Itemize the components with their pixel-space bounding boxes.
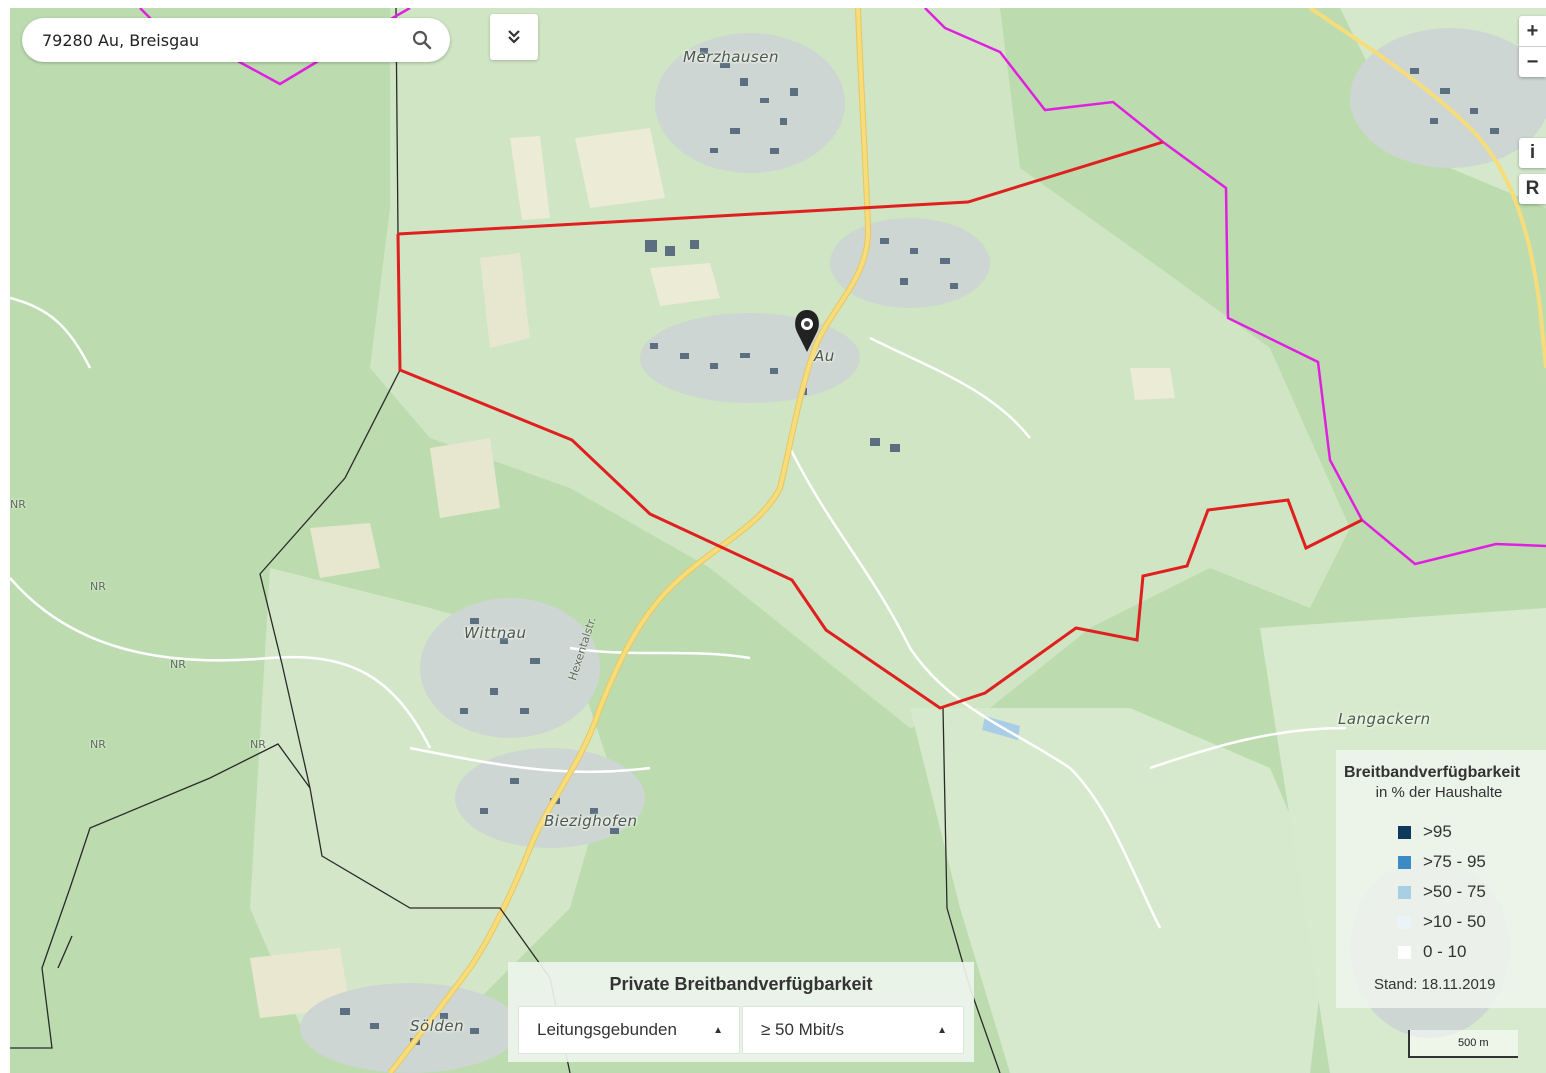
main-road-ne [1308, 8, 1546, 369]
farmland-patch [510, 136, 550, 220]
legend-title: Breitbandverfügbarkeit [1344, 764, 1521, 781]
technology-select-value: Leitungsgebunden [537, 1020, 677, 1039]
map-canvas[interactable]: Merzhausen Au Wittnau Biezighofen Langac… [10, 8, 1546, 1073]
settlement-solden [300, 983, 520, 1073]
location-marker[interactable] [795, 310, 819, 352]
search-button[interactable] [400, 18, 444, 62]
caret-up-icon: ▲ [937, 1024, 947, 1036]
reset-button[interactable]: R [1519, 174, 1546, 204]
settlement-merzhausen [655, 33, 845, 173]
legend-item: >75 - 95 [1398, 852, 1486, 872]
street-label-nr: NR [10, 498, 26, 511]
legend-item-label: >50 - 75 [1423, 882, 1486, 901]
legend-item: >50 - 75 [1398, 882, 1486, 902]
double-chevron-down-icon [508, 30, 520, 44]
scale-bar-line [1408, 1030, 1518, 1058]
place-label-biezighofen: Biezighofen [544, 812, 638, 830]
meadow-area [910, 708, 1330, 1073]
farmland-patch [480, 253, 530, 348]
expand-panel-button[interactable] [490, 14, 538, 60]
settlement-ne [1350, 28, 1546, 168]
place-label-au: Au [814, 347, 835, 365]
street-label-nr: NR [170, 658, 186, 671]
district-border [924, 8, 1546, 566]
legend-swatch [1398, 885, 1411, 899]
place-label-merzhausen: Merzhausen [683, 48, 779, 66]
info-button[interactable]: i [1519, 138, 1546, 168]
street-label-nr: NR [90, 738, 106, 751]
zoom-in-button[interactable]: + [1526, 19, 1539, 42]
technology-select[interactable]: Leitungsgebunden ▲ [518, 1006, 740, 1054]
farmland-patch [1130, 368, 1175, 400]
scale-bar: 500 m [1408, 1030, 1518, 1058]
legend-swatch [1398, 825, 1411, 839]
place-label-solden: Sölden [410, 1017, 465, 1035]
legend-item-label: >75 - 95 [1423, 852, 1486, 871]
speed-select-value: ≥ 50 Mbit/s [761, 1020, 845, 1039]
legend-item: >10 - 50 [1398, 912, 1486, 932]
farmland-patch [650, 263, 720, 306]
settlement-au-east [830, 218, 990, 308]
farmland-patch [575, 128, 665, 208]
place-label-langackern: Langackern [1338, 710, 1431, 728]
place-label-wittnau: Wittnau [464, 624, 527, 642]
caret-up-icon: ▲ [713, 1024, 723, 1036]
map-base-layer [10, 8, 1546, 1073]
farmland-patch [430, 438, 500, 518]
layer-selection-panel: Private Breitbandverfügbarkeit Leitungsg… [508, 962, 974, 1062]
settlement-wittnau [420, 598, 600, 738]
street-label-nr: NR [90, 580, 106, 593]
scale-label: 500 m [1458, 1037, 1489, 1049]
main-road-fill [388, 8, 871, 1073]
legend-item: 0 - 10 [1398, 942, 1466, 962]
farmland-patch [310, 523, 380, 578]
legend-item-label: >10 - 50 [1423, 912, 1486, 931]
legend-item-label: >95 [1423, 822, 1452, 841]
legend-item-label: 0 - 10 [1423, 942, 1467, 961]
search-input[interactable] [40, 29, 400, 51]
legend-date: Stand: 18.11.2019 [1374, 976, 1496, 993]
search-icon [412, 30, 432, 50]
zoom-control: + − [1519, 16, 1546, 77]
legend-swatch [1398, 945, 1411, 959]
legend: Breitbandverfügbarkeit in % der Haushalt… [1336, 750, 1546, 1008]
zoom-out-button[interactable]: − [1519, 46, 1546, 77]
search-box [22, 18, 450, 62]
legend-swatch [1398, 855, 1411, 869]
legend-item: >95 [1398, 822, 1452, 842]
minor-roads [10, 296, 1347, 929]
legend-subtitle: in % der Haushalte [1375, 784, 1503, 801]
municipality-border-au [396, 140, 1363, 710]
panel-title: Private Breitbandverfügbarkeit [609, 974, 873, 994]
legend-swatch [1398, 915, 1411, 929]
street-label-nr: NR [250, 738, 266, 751]
speed-select[interactable]: ≥ 50 Mbit/s ▲ [742, 1006, 964, 1054]
